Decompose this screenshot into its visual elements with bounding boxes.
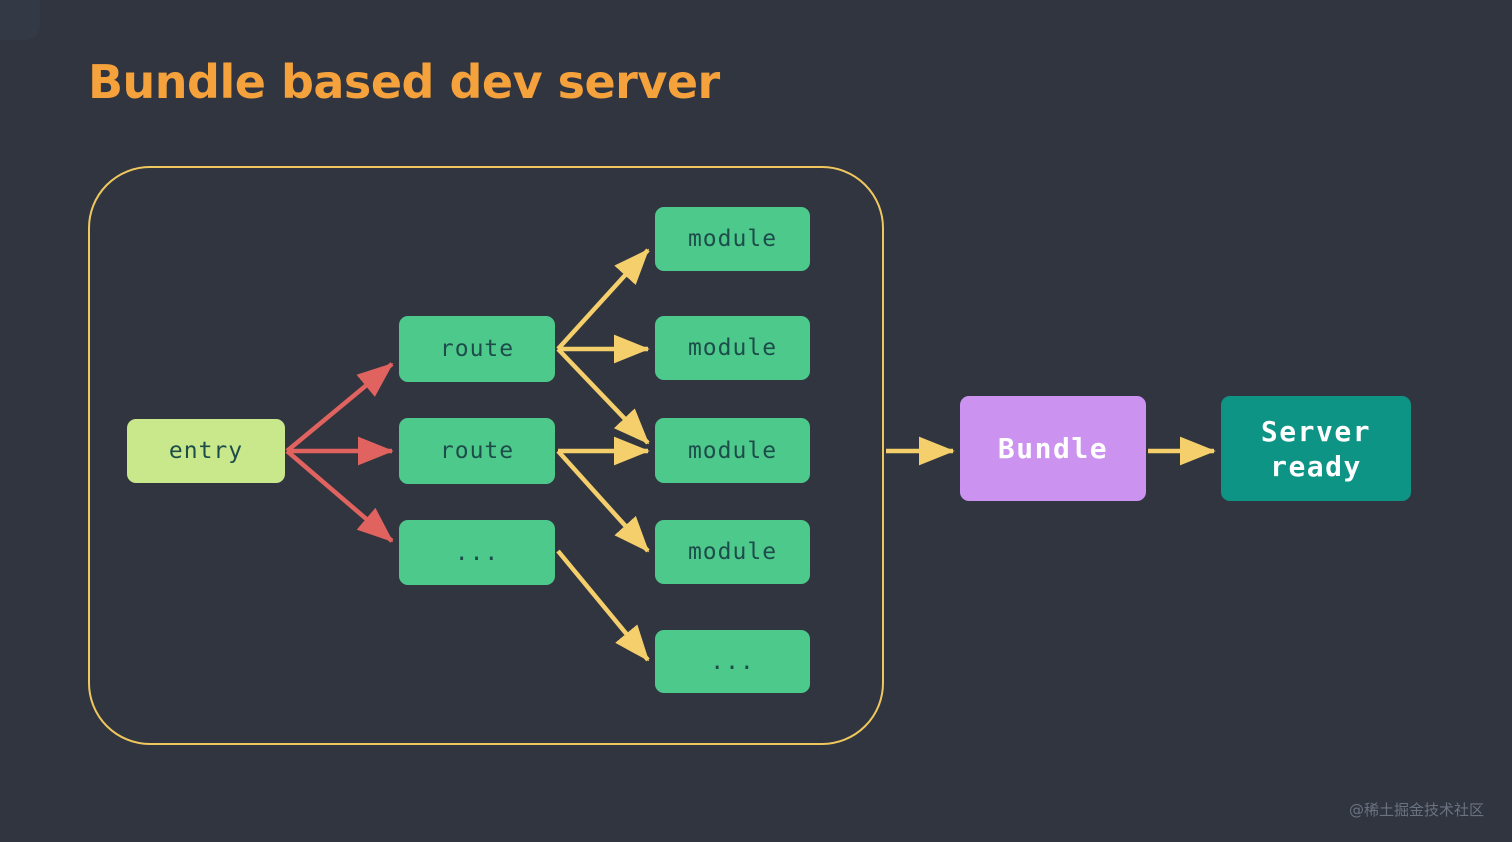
node-route-3[interactable]: ... xyxy=(399,520,555,585)
node-module-4[interactable]: module xyxy=(655,520,810,584)
server-ready-line-2: ready xyxy=(1270,449,1362,483)
bundle-graph-group-frame xyxy=(88,166,884,745)
node-route-1[interactable]: route xyxy=(399,316,555,382)
page-title: Bundle based dev server xyxy=(88,55,720,109)
node-entry[interactable]: entry xyxy=(127,419,285,483)
slide-corner-accent xyxy=(0,0,40,40)
node-module-5[interactable]: ... xyxy=(655,630,810,693)
node-module-1[interactable]: module xyxy=(655,207,810,271)
node-server-ready[interactable]: Server ready xyxy=(1221,396,1411,501)
node-route-2[interactable]: route xyxy=(399,418,555,484)
server-ready-line-1: Server xyxy=(1260,414,1372,448)
node-bundle[interactable]: Bundle xyxy=(960,396,1146,501)
node-module-2[interactable]: module xyxy=(655,316,810,380)
watermark: @稀土掘金技术社区 xyxy=(1348,801,1484,819)
node-module-3[interactable]: module xyxy=(655,418,810,483)
